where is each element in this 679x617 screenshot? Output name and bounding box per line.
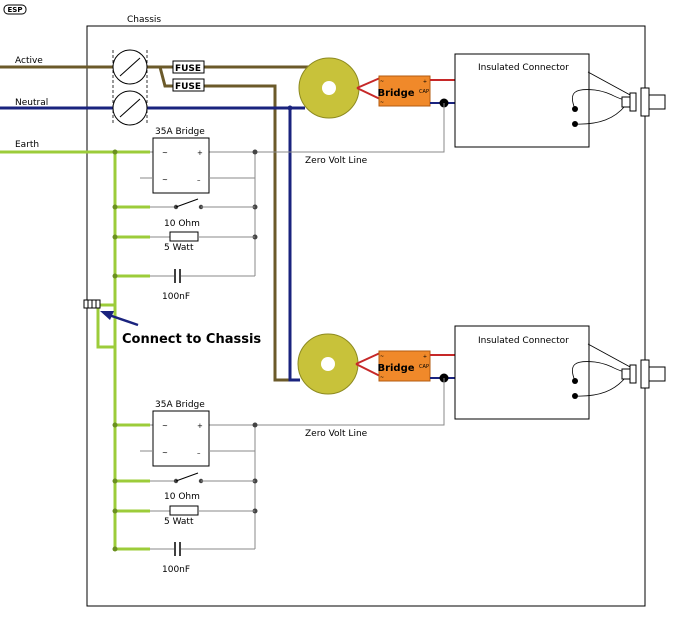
- bridge-bottom-minus-sign: –: [197, 449, 201, 457]
- active-label: Active: [15, 56, 43, 66]
- bridge-bottom-ac1: ~: [380, 354, 384, 360]
- logo-text: ESP: [8, 6, 23, 14]
- esp-logo: ESP: [3, 4, 27, 15]
- bridge-top-label: Bridge: [377, 88, 414, 99]
- cap-top-label: CAP: [419, 89, 429, 95]
- bridge-top-ac1: ~: [380, 79, 384, 85]
- chassis-lug: [83, 299, 101, 309]
- neutral-wire: [0, 106, 305, 382]
- nf-top-label: 100nF: [162, 292, 190, 302]
- earth-wire: [0, 150, 150, 551]
- panel-jack-bottom: [621, 359, 666, 389]
- nf-bottom-label: 100nF: [162, 565, 190, 575]
- bridge-top-ac2: ~: [380, 100, 384, 106]
- bridge-module-bottom: Bridge CAP + ~ ~: [377, 350, 431, 382]
- fuse-top: FUSE: [172, 60, 205, 74]
- bridge-bottom-ac-left: ~: [162, 422, 168, 430]
- fuse-bottom-label: FUSE: [175, 82, 201, 92]
- ohm-top-label: 10 Ohm: [164, 219, 200, 229]
- bridge-rect-bottom: [152, 410, 210, 467]
- ohm-bottom-label: 10 Ohm: [164, 492, 200, 502]
- connect-to-chassis-arrow: [100, 311, 139, 327]
- neutral-label: Neutral: [15, 98, 48, 108]
- zero-volt-top-label: Zero Volt Line: [305, 156, 368, 166]
- fuse-top-label: FUSE: [175, 64, 201, 74]
- bridge-bottom-ac2: ~: [380, 375, 384, 381]
- fuse-bottom: FUSE: [172, 78, 205, 92]
- bridge-top-ac-left2: ~: [162, 176, 168, 184]
- chassis-label: Chassis: [127, 15, 161, 25]
- bridge-rect-top: [152, 137, 210, 194]
- transformer-bottom: [297, 333, 359, 395]
- secondary-wires-bottom: [355, 352, 381, 377]
- active-wire: [0, 65, 310, 382]
- secondary-wires-top: [356, 77, 381, 100]
- insulated-connector-top-label: Insulated Connector: [478, 63, 569, 73]
- earth-label: Earth: [15, 140, 39, 150]
- insulated-connector-bottom-label: Insulated Connector: [478, 336, 569, 346]
- connect-to-chassis-label: Connect to Chassis: [122, 332, 261, 347]
- bridge-top-plus: +: [423, 79, 427, 85]
- bridge-top-minus-sign: –: [197, 176, 201, 184]
- watt-bottom-label: 5 Watt: [164, 517, 194, 527]
- bridge-module-top: Bridge CAP + ~ ~: [377, 75, 431, 107]
- bridge-bottom-plus: +: [423, 354, 427, 360]
- bridge-bottom-title: 35A Bridge: [155, 400, 205, 410]
- bridge-top-plus-sign: +: [197, 149, 203, 157]
- bridge-top-title: 35A Bridge: [155, 127, 205, 137]
- earth-lift-network-bottom: ~ ~ + –: [140, 410, 258, 556]
- power-switch: [112, 49, 148, 126]
- bridge-bottom-ac-left2: ~: [162, 449, 168, 457]
- neutral-junction: [287, 105, 293, 111]
- bridge-top-ac-left: ~: [162, 149, 168, 157]
- insulated-connector-top: Insulated Connector: [454, 53, 633, 148]
- bridge-bottom-plus-sign: +: [197, 422, 203, 430]
- watt-top-label: 5 Watt: [164, 243, 194, 253]
- insulated-connector-bottom: Insulated Connector: [454, 325, 633, 420]
- earth-lift-network-top: ~ ~ + –: [140, 137, 258, 283]
- cap-bottom-label: CAP: [419, 364, 429, 370]
- earth-junctions: [112, 149, 118, 552]
- panel-jack-top: [621, 87, 666, 117]
- zero-volt-bottom-label: Zero Volt Line: [305, 429, 368, 439]
- transformer-top: [298, 57, 360, 119]
- bridge-bottom-label: Bridge: [377, 363, 414, 374]
- chassis-box: [86, 25, 646, 607]
